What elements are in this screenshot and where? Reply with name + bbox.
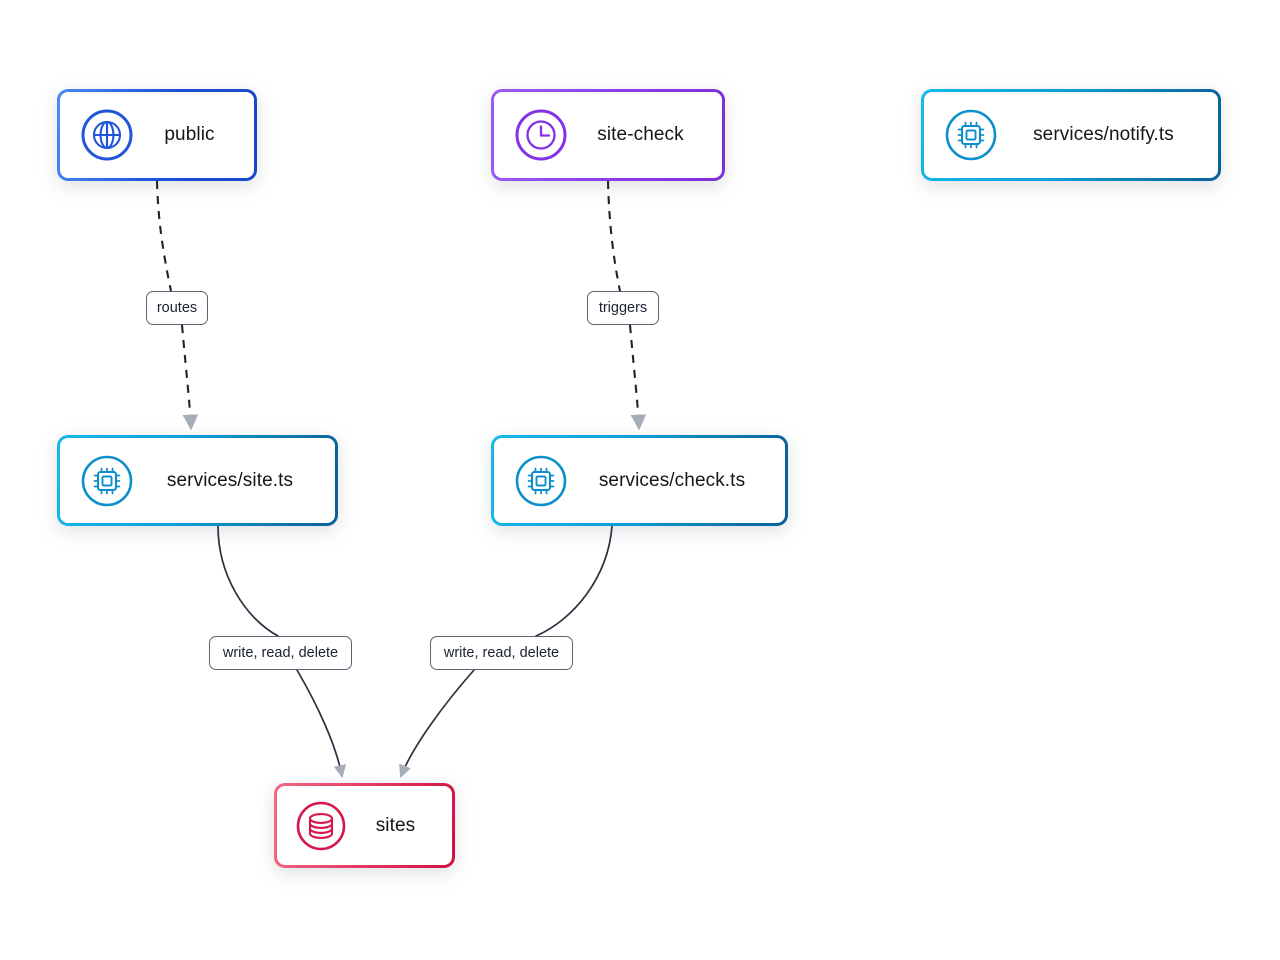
node-label-services-site-ts: services/site.ts [166,469,294,491]
edge-label-triggers[interactable]: triggers [587,291,659,325]
edge-label-check-write-read-delete[interactable]: write, read, delete [430,636,573,670]
edge-label-routes[interactable]: routes [146,291,208,325]
cpu-chip-icon [79,453,135,509]
node-services-site-ts[interactable]: services/site.ts [57,435,338,526]
node-services-check-ts[interactable]: services/check.ts [491,435,788,526]
node-public[interactable]: public [57,89,257,181]
database-icon [293,798,349,854]
edge-label-site-write-read-delete[interactable]: write, read, delete [209,636,352,670]
node-label-sites: sites [375,814,416,836]
node-label-public: public [164,124,215,145]
cpu-chip-icon [513,453,569,509]
node-site-check[interactable]: site-check [491,89,725,181]
node-label-site-check: site-check [597,124,684,145]
node-services-notify-ts[interactable]: services/notify.ts [921,89,1221,181]
node-label-services-notify-ts: services/notify.ts [1033,124,1174,145]
node-sites[interactable]: sites [274,783,455,868]
node-label-services-check-ts: services/check.ts [598,469,746,491]
cpu-chip-icon [943,107,999,163]
clock-icon [513,107,569,163]
globe-icon [79,107,135,163]
